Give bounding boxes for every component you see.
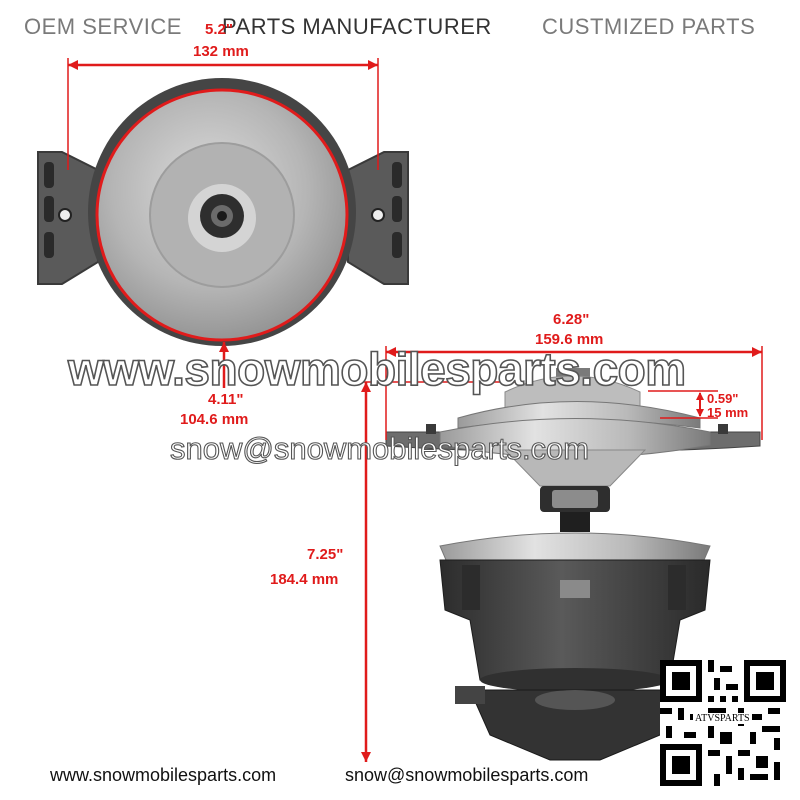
label-diameter-mm: 104.6 mm <box>180 411 249 428</box>
qr-code <box>660 660 786 786</box>
clutch-top-view <box>37 58 409 388</box>
label-height-inches: 7.25" <box>307 546 344 563</box>
top-banner: OEM SERVICE PARTS MANUFACTURER CUSTMIZED… <box>0 8 800 48</box>
label-width-mm: 132 mm <box>193 43 249 60</box>
label-height-mm: 184.4 mm <box>270 571 339 588</box>
label-side-width-mm: 159.6 mm <box>535 331 604 348</box>
banner-oem-service: OEM SERVICE <box>24 14 182 39</box>
banner-customized-parts: CUSTMIZED PARTS <box>542 14 756 39</box>
clutch-side-view <box>358 346 763 762</box>
qr-code-label: ATVSPARTS <box>693 713 752 724</box>
dimension-circle <box>95 88 349 342</box>
lower-sheave <box>439 532 711 565</box>
banner-parts-manufacturer: PARTS MANUFACTURER <box>222 14 492 39</box>
watermark-website: www.snowmobilesparts.com <box>67 342 687 396</box>
label-groove-mm: 15 mm <box>707 405 749 420</box>
label-width-inches: 5.2" <box>205 21 233 38</box>
label-diameter-inches: 4.11" <box>208 391 244 408</box>
label-groove-inches: 0.59" <box>707 391 739 406</box>
watermark-email: snow@snowmobilesparts.com <box>169 430 590 466</box>
footer-website: www.snowmobilesparts.com <box>50 765 277 785</box>
label-side-width-inches: 6.28" <box>553 311 590 328</box>
footer-email: snow@snowmobilesparts.com <box>345 765 589 785</box>
